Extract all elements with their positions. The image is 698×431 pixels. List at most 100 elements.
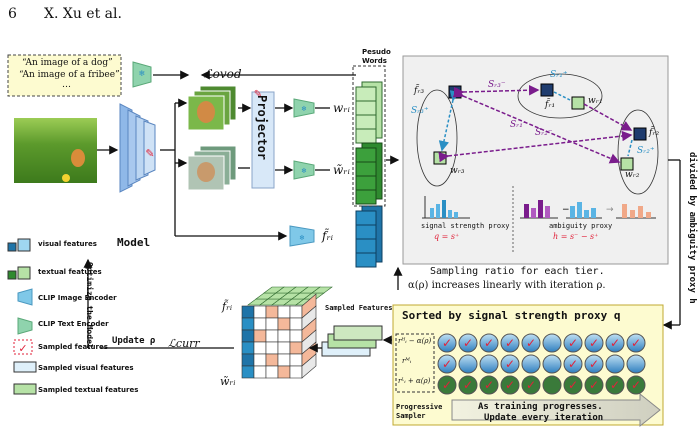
sample-circle	[521, 333, 541, 353]
h-formula: h = s⁻ − s⁺	[553, 232, 599, 241]
dog-shape	[71, 149, 85, 167]
prompt-box	[7, 54, 122, 97]
check-mark: ✓	[610, 378, 620, 392]
node-label: Sᵣ₁⁺	[550, 70, 568, 80]
check-mark: ✓	[442, 378, 452, 392]
matrix-cell	[253, 365, 267, 379]
check-mark: ✓	[505, 378, 515, 392]
sample-circle	[605, 375, 625, 395]
sample-circle	[479, 354, 499, 374]
node-label: Sᵣ₂⁺	[637, 146, 655, 156]
node-label: f̃ᵣ₂	[649, 128, 660, 138]
matrix-cell	[289, 365, 303, 379]
check-mark: ✓	[484, 378, 494, 392]
region-crops-bottom	[187, 145, 237, 191]
check-mark: ✓	[589, 378, 599, 392]
sample-circle	[437, 333, 457, 353]
text-encoder-icon	[132, 61, 152, 88]
check-mark: ✓	[631, 336, 641, 350]
matrix-cell	[265, 341, 279, 355]
sample-circle	[542, 354, 562, 374]
pseudo-words-label: Pesudo Words	[362, 48, 391, 65]
prompt-line: “An image of a dog”	[22, 58, 113, 68]
check-mark: ✓	[568, 378, 578, 392]
feature-node	[620, 157, 634, 171]
sample-circle	[605, 333, 625, 353]
sample-circle	[626, 333, 646, 353]
w-tilde-label: w̃ᵣᵢ	[333, 163, 350, 177]
check-mark: ✓	[484, 336, 494, 350]
feature-node	[571, 96, 585, 110]
matrix-cell	[277, 365, 291, 379]
legend-label: Sampled features	[38, 343, 108, 351]
sample-circle	[500, 333, 520, 353]
check-mark: ✓	[610, 336, 620, 350]
pseudo-word-stack	[355, 81, 383, 144]
svg-text:→: →	[606, 205, 614, 215]
check-mark: ✓	[505, 336, 515, 350]
svg-text:❄: ❄	[299, 234, 305, 242]
matrix-cell	[241, 353, 255, 367]
matrix-cell	[241, 365, 255, 379]
svg-text:❄: ❄	[301, 167, 307, 175]
prompt-line: …	[62, 80, 71, 90]
input-image	[14, 118, 97, 183]
node-label: f̃ᵣ₃	[414, 86, 425, 96]
node-label: wᵣ₁	[588, 96, 603, 106]
tier-label: rᴴᵢ − α(ρ)	[398, 337, 432, 345]
check-mark: ✓	[442, 357, 452, 371]
sample-circle	[584, 333, 604, 353]
loss-curr: ℒcurr	[168, 337, 200, 350]
legend-label: visual features	[38, 240, 97, 248]
sample-circle	[500, 375, 520, 395]
sample-circle	[584, 375, 604, 395]
matrix-cell	[277, 353, 291, 367]
matrix-cell	[265, 317, 279, 331]
check-mark: ✓	[589, 357, 599, 371]
q-formula: q = s⁺	[434, 232, 460, 241]
sample-circle	[458, 333, 478, 353]
update-rho-label: Update ρ	[112, 336, 156, 346]
sample-circle	[626, 375, 646, 395]
projector-box	[251, 91, 275, 189]
region-crops-top	[187, 85, 237, 131]
check-mark: ✓	[589, 336, 599, 350]
sample-circle	[584, 354, 604, 374]
sample-circle	[437, 375, 457, 395]
matrix-cell	[265, 365, 279, 379]
loss-ovod: ℒovod	[204, 67, 242, 81]
node-label: Sᵣ₂⁻	[535, 128, 553, 138]
page-number: 6	[8, 6, 17, 22]
sample-circle	[563, 375, 583, 395]
sample-circle	[605, 354, 625, 374]
text-encoder-icon	[293, 160, 315, 180]
signal-strength-chart	[422, 196, 470, 219]
node-label: wᵣ₃	[450, 166, 465, 176]
node-label: f̃ᵣ₁	[545, 100, 556, 110]
legend-label: CLIP Image Encoder	[38, 294, 117, 302]
tier-label: rᴹᵢ	[402, 357, 412, 365]
check-mark: ✓	[442, 336, 452, 350]
alpha-text: α(ρ) increases linearly with iteration ρ…	[408, 280, 606, 291]
sampling-ratio-text: Sampling ratio for each tier.	[430, 266, 605, 277]
tier-label: rᴸᵢ + α(ρ)	[398, 377, 431, 385]
sample-circle	[479, 375, 499, 395]
matrix-w-label: w̃ᵣᵢ	[220, 375, 236, 388]
sample-circle	[626, 354, 646, 374]
feature-node	[540, 83, 554, 97]
sample-circle	[563, 333, 583, 353]
check-mark: ✓	[526, 378, 536, 392]
svg-text:−: −	[562, 205, 570, 215]
matrix-cell	[277, 329, 291, 343]
svg-text:✎: ✎	[254, 89, 262, 100]
matrix-cell	[301, 353, 317, 379]
sampled-features-stack	[321, 325, 383, 357]
matrix-cell	[265, 329, 279, 343]
text-encoder-icon	[293, 98, 315, 118]
matrix-cell	[277, 341, 291, 355]
sample-circle	[521, 354, 541, 374]
check-mark: ✓	[631, 378, 641, 392]
check-mark: ✓	[526, 336, 536, 350]
matrix-cell	[241, 341, 255, 355]
